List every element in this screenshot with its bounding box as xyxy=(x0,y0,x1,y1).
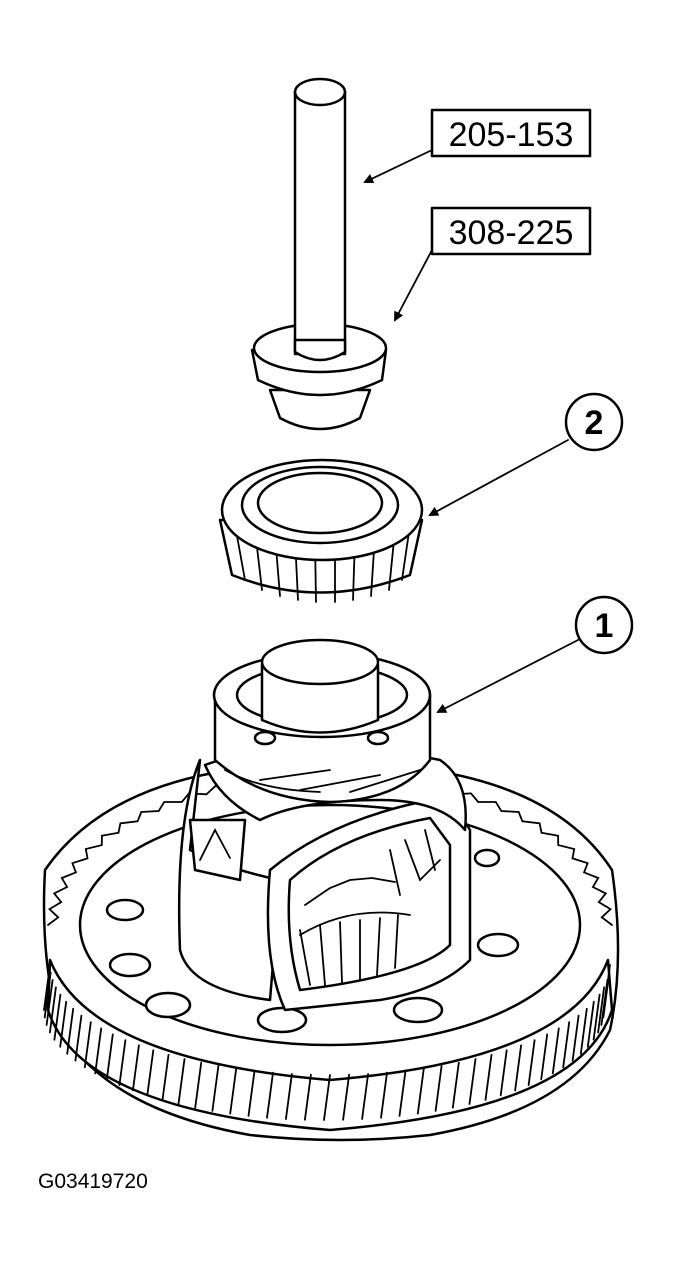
gear-tooth-line xyxy=(416,1067,425,1115)
gear-tooth-line xyxy=(247,1070,256,1117)
callout-number-2: 2 xyxy=(585,404,604,442)
callout-tool-308-225: 308-225 xyxy=(394,206,592,322)
callout-label-308-225: 308-225 xyxy=(449,214,574,252)
gear-tooth-line xyxy=(586,1000,595,1048)
gear-tooth-line xyxy=(74,1014,83,1062)
gear-tooth-line xyxy=(146,1049,155,1097)
gear-tooth-line xyxy=(118,1039,127,1086)
gear-tooth-line xyxy=(132,1044,140,1092)
gear-tooth-line xyxy=(229,1067,238,1115)
gear-tooth-line xyxy=(43,971,52,1019)
gear-tooth-line xyxy=(514,1044,522,1092)
gear-tooth-line xyxy=(53,993,62,1041)
callout-item-2: 2 xyxy=(428,392,624,516)
gear-tooth-line xyxy=(571,1014,580,1062)
gear-tooth-line xyxy=(380,1071,388,1119)
bolt-holes xyxy=(105,848,520,1034)
gear-tooth-line xyxy=(59,1000,68,1048)
gear-tooth-line xyxy=(484,1054,493,1101)
gear-tooth-line xyxy=(527,1039,536,1086)
gear-tooth-line xyxy=(468,1058,477,1105)
gear-tooth-line xyxy=(540,1033,549,1081)
gear-tooth-line xyxy=(451,1061,460,1109)
callout-number-1: 1 xyxy=(595,607,614,645)
gear-tooth-line xyxy=(562,1021,571,1069)
callout-label-205-153: 205-153 xyxy=(449,116,574,154)
gear-tooth-line xyxy=(597,986,605,1034)
gear-tooth-line xyxy=(266,1071,274,1119)
gear-tooth-line xyxy=(105,1033,114,1081)
gear-tooth-line xyxy=(579,1007,588,1055)
gear-tooth-line xyxy=(49,986,57,1034)
gear-tooth-line xyxy=(434,1065,443,1112)
gear-tooth-line xyxy=(194,1061,203,1109)
gear-tooth-line xyxy=(304,1073,312,1121)
gear-tooth-line xyxy=(66,1007,75,1055)
gear-tooth-line xyxy=(499,1049,508,1097)
differential-bearing-journal xyxy=(212,638,432,804)
figure-id: G03419720 xyxy=(38,1170,148,1193)
gear-tooth-line xyxy=(211,1065,220,1112)
gear-tooth-line xyxy=(592,993,601,1041)
callout-tool-205-153: 205-153 xyxy=(363,108,592,184)
gear-tooth-line xyxy=(398,1070,407,1117)
callout-item-1: 1 xyxy=(436,595,634,713)
gear-tooth-line xyxy=(94,1027,103,1075)
tapered-roller-bearing xyxy=(218,458,424,603)
gear-tooth-line xyxy=(342,1073,350,1121)
gear-tooth-line xyxy=(285,1073,293,1120)
gear-tooth-line xyxy=(603,964,611,1011)
driver-handle xyxy=(293,77,347,362)
gear-tooth-line xyxy=(161,1054,170,1101)
gear-tooth-line xyxy=(323,1074,331,1121)
gear-tooth-line xyxy=(361,1073,369,1120)
gear-tooth-line xyxy=(177,1058,186,1105)
gear-tooth-line xyxy=(45,979,54,1026)
gear-tooth-line xyxy=(83,1021,92,1069)
gear-tooth-line xyxy=(43,964,51,1011)
gear-tooth-line xyxy=(551,1027,560,1075)
